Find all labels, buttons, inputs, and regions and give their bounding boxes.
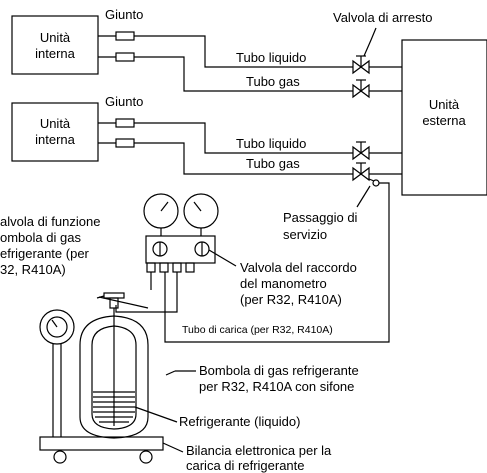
gas-pipe-2 <box>134 142 353 175</box>
scale-wheel-right <box>139 450 153 464</box>
liquid-pipe-2 <box>134 122 353 154</box>
outdoor-unit-label-l1: Unità <box>429 97 460 112</box>
stop-valve-liquid-2 <box>352 141 370 161</box>
joint-top-liquid <box>115 31 135 41</box>
function-valve-label-l2: ombola di gas <box>0 230 81 245</box>
giunto-mid-label: Giunto <box>105 94 143 109</box>
liquid-pipe-1 <box>134 35 353 68</box>
scale-dial <box>39 309 75 345</box>
indoor-unit-2-label-l2: interna <box>35 132 76 147</box>
indoor-unit-1-label-l2: interna <box>35 46 76 61</box>
indoor-unit-2-box <box>11 102 99 162</box>
scale-label-l2: carica di refrigerante <box>186 458 305 473</box>
gas-pipe-2-label: Tubo gas <box>246 156 300 171</box>
manifold-valve-label-l1: Valvola del raccordo <box>240 260 357 275</box>
manifold-valve-label-l3: (per R32, R410A) <box>240 292 342 307</box>
scale-wheel-left <box>53 450 67 464</box>
charge-hose-cylinder <box>115 272 178 313</box>
liquid-refrigerant-label: Refrigerante (liquido) <box>179 414 300 429</box>
indoor-unit-2-label-l1: Unità <box>40 116 71 131</box>
function-valve-label-l4: 32, R410A) <box>0 262 66 277</box>
manifold-valve-label-l2: del manometro <box>240 276 327 291</box>
refrigerant-cylinder <box>79 315 149 439</box>
charge-hose-label: Tubo di carica (per R32, R410A) <box>182 324 333 336</box>
cylinder-valve <box>103 292 125 299</box>
stop-valve-liquid-1 <box>352 55 370 75</box>
service-port-label-l2: servizio <box>283 227 327 242</box>
indoor-unit-1-box <box>11 15 99 75</box>
cylinder-label-l2: per R32, R410A con sifone <box>199 379 354 394</box>
scale-label-l1: Bilancia elettronica per la <box>186 443 332 458</box>
outdoor-unit-label-l2: esterna <box>422 113 466 128</box>
service-port-label-l1: Passaggio di <box>283 210 358 225</box>
indoor-unit-1-label-l1: Unità <box>40 30 71 45</box>
liquid-pipe-2-label: Tubo liquido <box>236 136 306 151</box>
manifold-body <box>145 235 216 264</box>
cylinder-label-l1: Bombola di gas refrigerante <box>199 363 359 378</box>
joint-top-gas <box>115 52 135 62</box>
outdoor-unit-box <box>401 39 487 196</box>
liquid-pipe-1-label: Tubo liquido <box>236 50 306 65</box>
joint-mid-gas <box>115 138 135 148</box>
gas-pipe-1 <box>134 56 353 92</box>
gas-pipe-1-label: Tubo gas <box>246 74 300 89</box>
function-valve-label-l3: efrigerante (per <box>0 246 90 261</box>
function-valve-label-l1: alvola di funzione <box>0 214 100 229</box>
charge-hose-service <box>164 182 390 343</box>
stop-valve-gas-1 <box>352 79 370 99</box>
stop-valve-gas-2 <box>352 162 370 182</box>
scale-platform <box>39 436 164 451</box>
giunto-top-label: Giunto <box>105 7 143 22</box>
stop-valve-label: Valvola di arresto <box>333 10 432 25</box>
joint-mid-liquid <box>115 118 135 128</box>
